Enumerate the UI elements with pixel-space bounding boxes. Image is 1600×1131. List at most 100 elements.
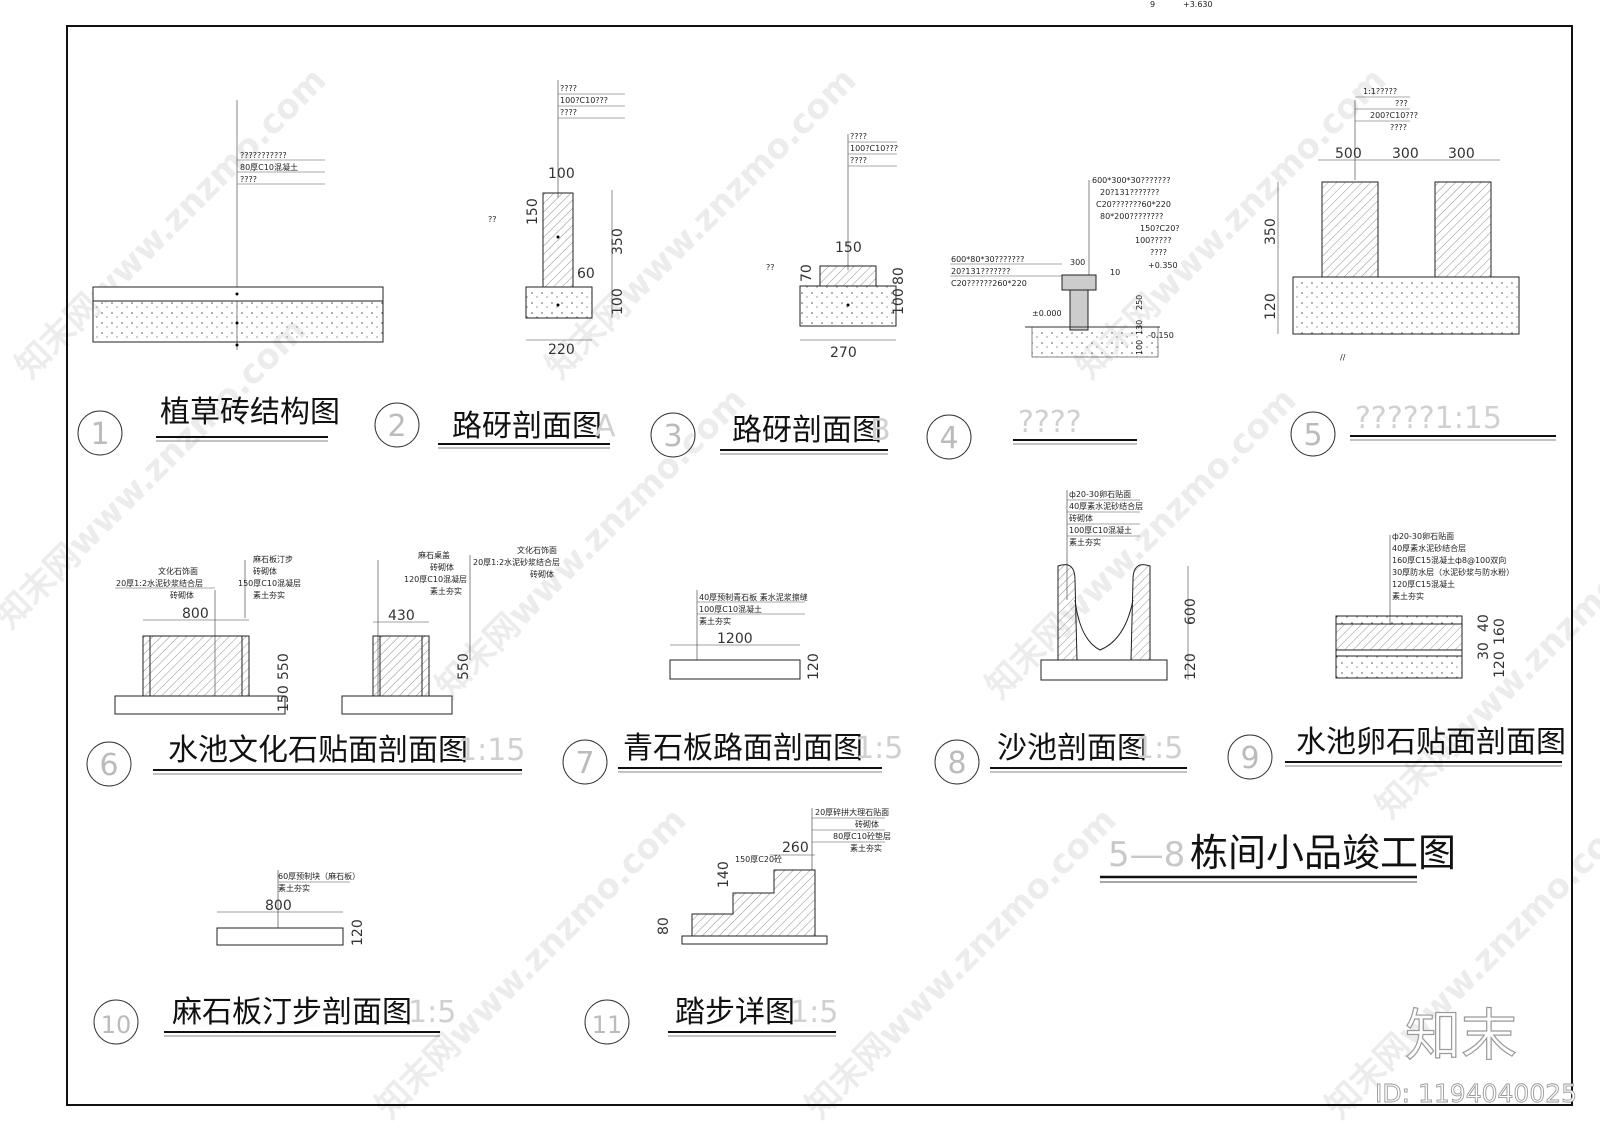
- detail-11-note: 20厚碎拼大理石贴面: [815, 807, 889, 817]
- detail-number: 9: [1240, 741, 1259, 776]
- detail-number-circle: [374, 402, 420, 448]
- detail-number: 8: [947, 746, 966, 781]
- detail-2-dim: 60: [577, 266, 595, 282]
- detail-number: 2: [387, 409, 406, 444]
- detail-6-note: 20厚1:2水泥砂浆结合层: [116, 578, 203, 588]
- detail-6-note: 砖砌体: [430, 562, 454, 572]
- detail-8-dim: 600: [1183, 598, 1199, 625]
- detail-title: 植草砖结构图: [160, 395, 340, 430]
- detail-5-note: ????: [1390, 123, 1407, 132]
- detail-7-note: 40厚预制青石板 素水泥浆擦缝: [699, 592, 808, 602]
- detail-8-dim: 120: [1183, 653, 1199, 680]
- detail-10-note: 60厚预制块（麻石板）: [278, 871, 360, 881]
- detail-8-note: 素土夯实: [1069, 537, 1101, 547]
- detail-2-note: 100?C10???: [560, 96, 608, 105]
- detail-2-dim: 100: [548, 166, 575, 182]
- detail-7-note: 100厚C10混凝土: [699, 604, 762, 614]
- detail-scale: 1:5: [408, 995, 456, 1030]
- detail-9-note: 40厚素水泥砂结合层: [1392, 543, 1466, 553]
- detail-9-note: 素土夯实: [1392, 591, 1424, 601]
- detail-11-dim: 80: [656, 917, 672, 935]
- detail-3-dim: ??: [766, 263, 775, 272]
- detail-9-note: ф20-30卵石贴面: [1392, 531, 1454, 541]
- detail-9-note: 30厚防水层（水泥砂浆与防水粉）: [1392, 567, 1514, 577]
- detail-4-dim: 130: [1135, 320, 1144, 335]
- detail-2-dim: 100: [610, 288, 626, 315]
- sheet-frame: [66, 25, 1573, 1106]
- detail-title: 沙池剖面图: [997, 731, 1147, 766]
- detail-number: 7: [575, 746, 594, 781]
- detail-8-drawing: ф20-30卵石贴面 40厚素水泥砂结合层 砖砌体 100厚C10混凝土 素土夯…: [1040, 489, 1199, 681]
- detail-8-note: 40厚素水泥砂结合层: [1069, 501, 1143, 511]
- detail-5-dim: //: [1340, 353, 1346, 362]
- detail-scale: 1:5: [1135, 731, 1183, 766]
- detail-6-note: 素土夯实: [253, 590, 285, 600]
- detail-7-note: 素土夯实: [699, 616, 731, 626]
- detail-11-note: 素土夯实: [850, 843, 882, 853]
- detail-number: 10: [101, 1011, 132, 1039]
- detail-6-dim: 800: [182, 606, 209, 622]
- detail-10-dim: 120: [350, 919, 366, 946]
- detail-9-dim: 160: [1492, 618, 1508, 645]
- detail-2-dim: 350: [610, 228, 626, 255]
- detail-title: 路砑剖面图: [732, 413, 882, 448]
- detail-6-note: 150厚C10混凝层: [238, 578, 301, 588]
- sheet-title-prefix: 5—8: [1108, 835, 1185, 875]
- detail-6-note: 素土夯实: [430, 586, 462, 596]
- detail-title: 水池文化石贴面剖面图: [168, 733, 468, 768]
- detail-6-note: 文化石饰面: [517, 545, 557, 555]
- detail-9-dim: 120: [1492, 651, 1508, 678]
- detail-4-note: C20???????60*220: [1096, 200, 1171, 209]
- detail-9-drawing: ф20-30卵石贴面 40厚素水泥砂结合层 160厚C15混凝土ф8@100双向…: [1335, 531, 1514, 679]
- detail-number-circle: [77, 410, 123, 456]
- detail-7-dim: 120: [806, 653, 822, 680]
- detail-3-note: ????: [850, 156, 867, 165]
- detail-10-drawing: 60厚预制块（麻石板） 素土夯实 800 120: [216, 870, 366, 946]
- detail-6-dim: 550: [276, 653, 292, 680]
- detail-10-dim: 800: [265, 898, 292, 914]
- detail-4-dim: 100: [1135, 340, 1144, 355]
- detail-number-circle: [1290, 411, 1336, 457]
- detail-6-note: 砖砌体: [530, 569, 554, 579]
- detail-9-dim: 40: [1476, 614, 1492, 632]
- detail-6-dim: 550: [456, 653, 472, 680]
- detail-number-circle: [86, 741, 132, 787]
- detail-4-note: 20?131???????: [951, 267, 1010, 276]
- detail-title: 踏步详图: [675, 995, 795, 1030]
- detail-number: 3: [663, 419, 682, 454]
- detail-number-circle: [1227, 734, 1273, 780]
- detail-1-note: 80厚C10混凝土: [240, 162, 298, 172]
- detail-scale: A: [595, 409, 616, 444]
- detail-scale: 1:15: [458, 733, 525, 768]
- detail-2-dim: ??: [488, 215, 497, 224]
- detail-2-dim: 150: [525, 198, 541, 225]
- detail-title: 麻石板汀步剖面图: [172, 995, 412, 1030]
- detail-scale: ?????1:15: [1355, 401, 1502, 436]
- detail-8-note: 100厚C10混凝土: [1069, 525, 1132, 535]
- detail-number: 6: [99, 748, 118, 783]
- detail-4-dim: 300: [1070, 258, 1085, 267]
- detail-11-note: 80厚C10砼垫层: [833, 831, 891, 841]
- detail-number: 1: [90, 417, 109, 452]
- detail-1-note: ???????????: [240, 151, 287, 160]
- detail-6-drawing: 文化石饰面 20厚1:2水泥砂浆结合层 砖砌体 麻石板汀步 砖砌体 150厚C1…: [114, 545, 560, 715]
- detail-3-dim: 270: [830, 345, 857, 361]
- detail-2-note: ????: [560, 84, 577, 93]
- detail-6-note: 砖砌体: [253, 566, 277, 576]
- top-mark: +3.630: [1183, 0, 1213, 9]
- detail-9-note: 120厚C15混凝土: [1392, 579, 1455, 589]
- detail-5-drawing: 1:1????? ??? 200?C10??? ???? 500 300 300…: [1263, 87, 1520, 362]
- detail-1-note: ????: [240, 175, 257, 184]
- detail-number-circle: [93, 999, 139, 1045]
- detail-title: 路砑剖面图: [452, 409, 602, 444]
- detail-4-dim: +0.350: [1148, 261, 1178, 270]
- sheet-title: 栋间小品竣工图: [1190, 831, 1456, 875]
- detail-number-circle: [562, 739, 608, 785]
- detail-3-dim: 80: [891, 267, 907, 285]
- detail-4-drawing: 600*300*30??????? 20?131??????? C20?????…: [950, 176, 1180, 358]
- detail-4-note: 20?131???????: [1100, 188, 1159, 197]
- detail-6-dim: 430: [388, 608, 415, 624]
- detail-2-note: ????: [560, 108, 577, 117]
- detail-3-dim: 100: [891, 288, 907, 315]
